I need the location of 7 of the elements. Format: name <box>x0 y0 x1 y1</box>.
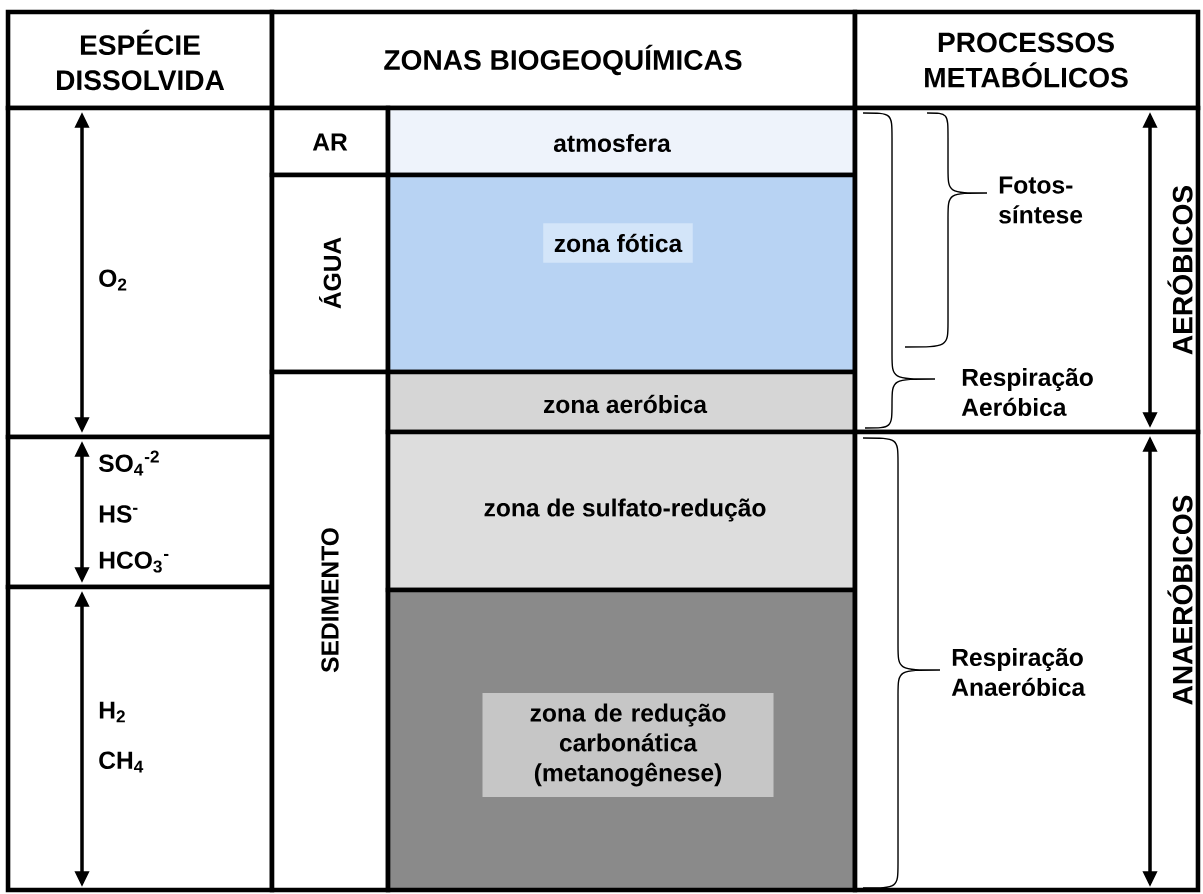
table-cell: PROCESSOS METABÓLICOS <box>852 9 1201 111</box>
table-cell: zona de redução carbonática (metanogênese) <box>385 587 858 893</box>
table-cell: atmosfera <box>385 105 858 178</box>
table-cell: H$_{2}$ CH$_{4}$ <box>5 584 275 893</box>
table-cell: Respiração Anaeróbica ANAERÓBICOS <box>852 429 1201 893</box>
table-cell: ESPÉCIE DISSOLVIDA <box>5 9 275 111</box>
table-cell: AR <box>269 105 391 178</box>
